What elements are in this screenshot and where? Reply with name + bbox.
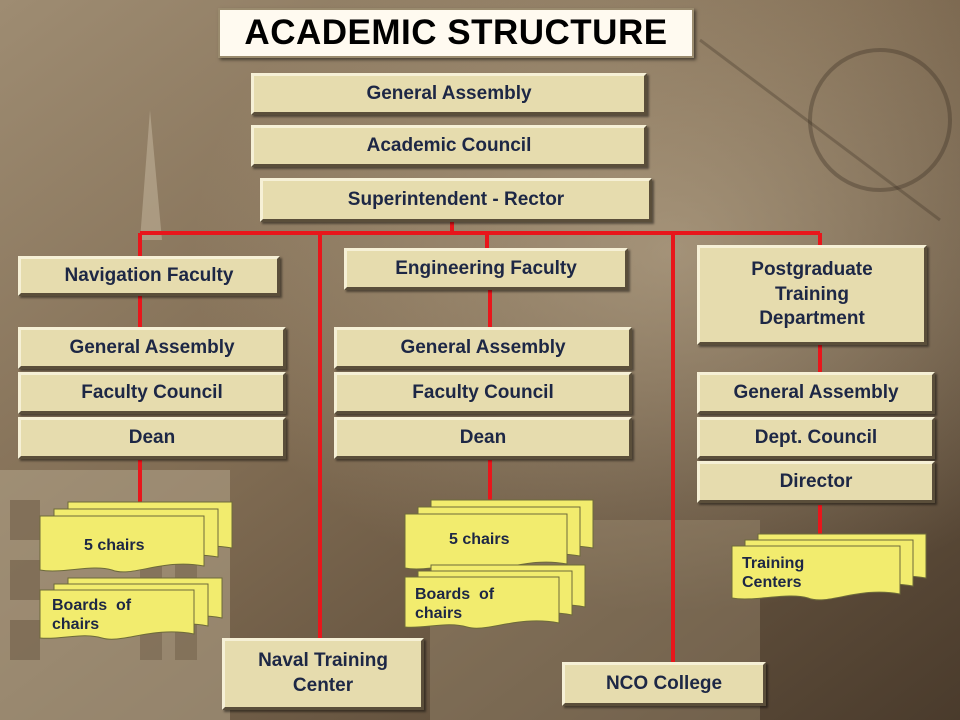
engineering-general-assembly-label: General Assembly	[400, 336, 566, 358]
director-label: Director	[779, 470, 853, 492]
academic-council-box: Academic Council	[251, 125, 647, 167]
postgraduate-label-line1: Postgraduate	[751, 258, 873, 280]
postgraduate-label-line2: Training	[775, 283, 849, 305]
navigation-faculty-council-label: Faculty Council	[81, 381, 223, 403]
general-assembly-box: General Assembly	[251, 73, 647, 115]
engineering-dean-box: Dean	[334, 417, 632, 459]
nco-college-label: NCO College	[605, 672, 723, 694]
navigation-boards-label: Boards of chairs	[52, 596, 131, 634]
dept-council-box: Dept. Council	[697, 417, 935, 459]
postgraduate-department-box: Postgraduate Training Department	[697, 245, 927, 345]
navigation-faculty-box: Navigation Faculty	[18, 256, 280, 296]
document-stack-icon	[731, 533, 927, 601]
navigation-boards-stack: Boards of chairs	[39, 577, 224, 640]
engineering-faculty-council-box: Faculty Council	[334, 372, 632, 414]
engineering-boards-line2: chairs	[415, 605, 463, 623]
director-box: Director	[697, 461, 935, 503]
postgraduate-general-assembly-box: General Assembly	[697, 372, 935, 414]
engineering-faculty-box: Engineering Faculty	[344, 248, 628, 290]
navigation-faculty-council-box: Faculty Council	[18, 372, 286, 414]
training-centers-label: Training Centers	[742, 554, 804, 592]
postgraduate-general-assembly-label: General Assembly	[733, 381, 899, 403]
navigation-dean-label: Dean	[128, 426, 176, 448]
engineering-dean-label: Dean	[459, 426, 507, 448]
naval-label-line2: Center	[292, 675, 354, 696]
dept-council-label: Dept. Council	[754, 426, 878, 448]
navigation-chairs-label: 5 chairs	[84, 537, 145, 554]
rector-label: Superintendent - Rector	[347, 188, 565, 210]
naval-training-center-box: Naval Training Center	[222, 638, 424, 710]
training-centers-line1: Training	[742, 555, 805, 572]
page-title: ACADEMIC STRUCTURE	[218, 8, 694, 58]
engineering-boards-label: Boards of chairs	[415, 585, 494, 623]
rector-box: Superintendent - Rector	[260, 178, 652, 222]
navigation-general-assembly-label: General Assembly	[69, 336, 235, 358]
document-stack-icon	[39, 501, 233, 573]
engineering-chairs-stack: 5 chairs	[404, 499, 595, 571]
engineering-faculty-label: Engineering Faculty	[395, 257, 577, 279]
academic-council-label: Academic Council	[366, 134, 532, 156]
engineering-faculty-council-label: Faculty Council	[412, 381, 554, 403]
navigation-boards-line2: chairs	[52, 616, 100, 634]
engineering-general-assembly-box: General Assembly	[334, 327, 632, 369]
navigation-general-assembly-box: General Assembly	[18, 327, 286, 369]
document-stack-icon	[404, 499, 594, 571]
navigation-chairs-stack: 5 chairs	[39, 501, 234, 573]
nco-college-box: NCO College	[562, 662, 766, 706]
engineering-boards-stack: Boards of chairs	[404, 564, 587, 630]
general-assembly-label: General Assembly	[366, 82, 532, 104]
navigation-boards-line1: Boards of	[52, 597, 132, 614]
postgraduate-label-line3: Department	[759, 308, 865, 330]
naval-label-line1: Naval Training	[258, 650, 388, 672]
engineering-boards-line1: Boards of	[415, 586, 495, 603]
document-stack-icon	[39, 577, 223, 640]
training-centers-line2: Centers	[742, 574, 802, 592]
engineering-chairs-label: 5 chairs	[449, 531, 510, 548]
navigation-dean-box: Dean	[18, 417, 286, 459]
document-stack-icon	[404, 564, 586, 629]
navigation-faculty-label: Navigation Faculty	[64, 264, 234, 286]
training-centers-stack: Training Centers	[731, 533, 928, 602]
